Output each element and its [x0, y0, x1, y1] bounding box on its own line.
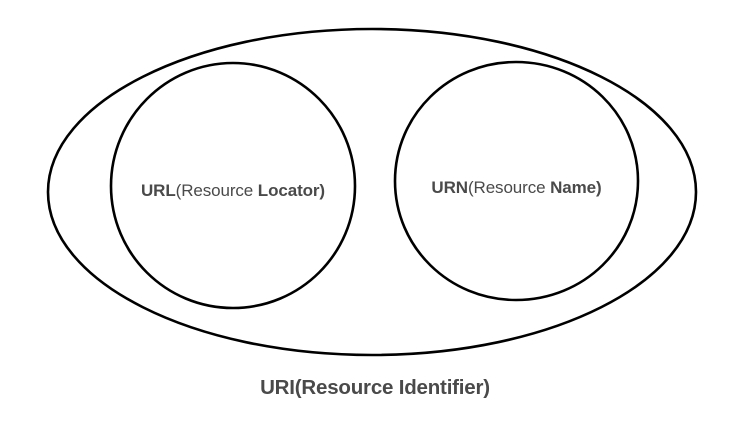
- outer-set-uri-caption: URI(Resource Identifier): [260, 376, 490, 399]
- urn-paren-open: (: [467, 178, 474, 197]
- urn-abbr: URN: [431, 178, 468, 197]
- inner-ellipse-urn: [393, 60, 640, 302]
- url-paren-open: (: [175, 181, 182, 200]
- inner-ellipse-url: [109, 61, 357, 310]
- url-expansion-plain: Resource: [181, 181, 258, 200]
- urn-expansion-strong: Name): [550, 178, 602, 197]
- inner-set-url-label: URL(Resource Locator): [111, 181, 355, 201]
- urn-expansion-plain: Resource: [473, 178, 551, 197]
- inner-set-urn-label: URN(Resource Name): [395, 178, 638, 198]
- url-expansion-strong: Locator): [257, 181, 325, 200]
- url-abbr: URL: [141, 181, 176, 200]
- outer-ellipse-uri: [46, 27, 698, 357]
